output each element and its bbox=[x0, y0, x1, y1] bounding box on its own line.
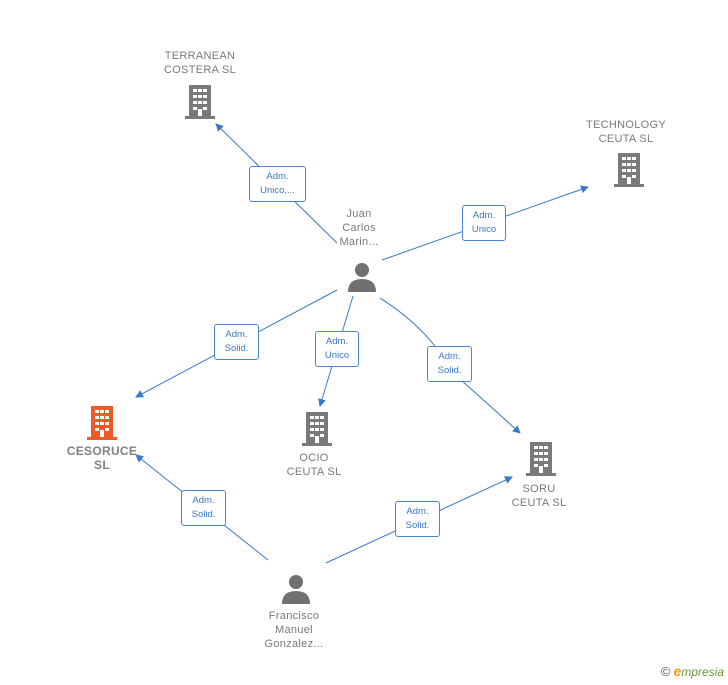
node-terranean-costera[interactable]: TERRANEAN COSTERA SL bbox=[163, 50, 237, 76]
building-icon bbox=[614, 153, 644, 187]
edge-label-adm-solid-3[interactable]: Adm. Solid. bbox=[181, 490, 226, 526]
edge-label-adm-solid-2[interactable]: Adm. Solid. bbox=[427, 346, 472, 382]
edge-label-adm-unico-3[interactable]: Adm. Unico bbox=[315, 331, 359, 367]
main-building-icon bbox=[87, 406, 117, 440]
node-francisco-manuel[interactable]: Francisco Manuel Gonzalez... bbox=[264, 610, 324, 650]
brand-logo-text: mpresia bbox=[681, 665, 724, 679]
edge-label-adm-unico-1[interactable]: Adm. Unico,... bbox=[249, 166, 306, 202]
brand-logo-initial: e bbox=[673, 663, 682, 679]
building-icon bbox=[185, 85, 215, 119]
edge-label-adm-solid-1[interactable]: Adm. Solid. bbox=[214, 324, 259, 360]
person-icon bbox=[282, 575, 310, 604]
person-icon bbox=[348, 263, 376, 292]
node-soru-ceuta[interactable]: SORU CEUTA SL bbox=[511, 483, 567, 509]
edge-label-adm-unico-2[interactable]: Adm. Unico bbox=[462, 205, 506, 241]
copyright-symbol: © bbox=[660, 664, 671, 679]
copyright-footer: ©empresia bbox=[661, 663, 724, 679]
node-technology-ceuta[interactable]: TECHNOLOGY CEUTA SL bbox=[585, 119, 666, 145]
edge-label-adm-solid-4[interactable]: Adm. Solid. bbox=[395, 501, 440, 537]
building-icon bbox=[526, 442, 556, 476]
node-juan-carlos[interactable]: Juan Carlos Marin... bbox=[339, 208, 379, 248]
building-icon bbox=[302, 412, 332, 446]
node-ocio-ceuta[interactable]: OCIO CEUTA SL bbox=[286, 452, 342, 478]
node-cesoruce[interactable]: CESORUCE SL bbox=[66, 444, 138, 472]
